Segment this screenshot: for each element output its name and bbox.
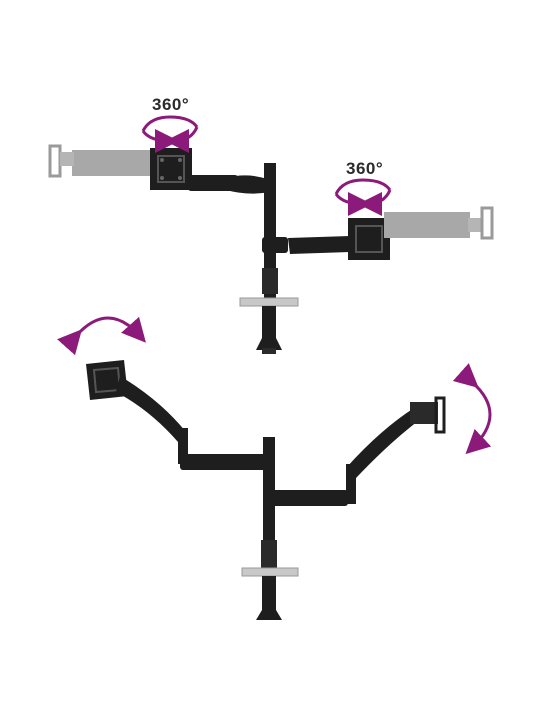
top-mount-illustration	[48, 115, 494, 354]
rotation-label-right: 360°	[346, 159, 384, 178]
vesa-plate-left	[150, 148, 192, 190]
rotation-label-left: 360°	[152, 95, 190, 114]
vesa-plate-right	[348, 218, 390, 260]
desk-clamp-top	[239, 297, 299, 354]
pole-bottom	[261, 437, 277, 587]
rotation-arrows-right	[334, 178, 392, 216]
arm-left-top	[188, 175, 270, 194]
vesa-plate-bottom-right	[410, 396, 446, 434]
tilt-arrow-left	[57, 316, 146, 356]
tilt-arrow-right	[452, 363, 492, 455]
desk-clamp-bottom	[241, 567, 299, 620]
pole-top	[262, 163, 278, 303]
ghost-monitor-right	[384, 206, 494, 240]
gas-spring-arm-left	[116, 376, 270, 470]
bottom-mount-illustration	[57, 316, 492, 620]
gas-spring-arm-right	[264, 408, 422, 506]
ghost-monitor-left	[48, 144, 152, 178]
arm-right-top	[262, 236, 350, 254]
rotation-arrows-left	[141, 115, 199, 153]
